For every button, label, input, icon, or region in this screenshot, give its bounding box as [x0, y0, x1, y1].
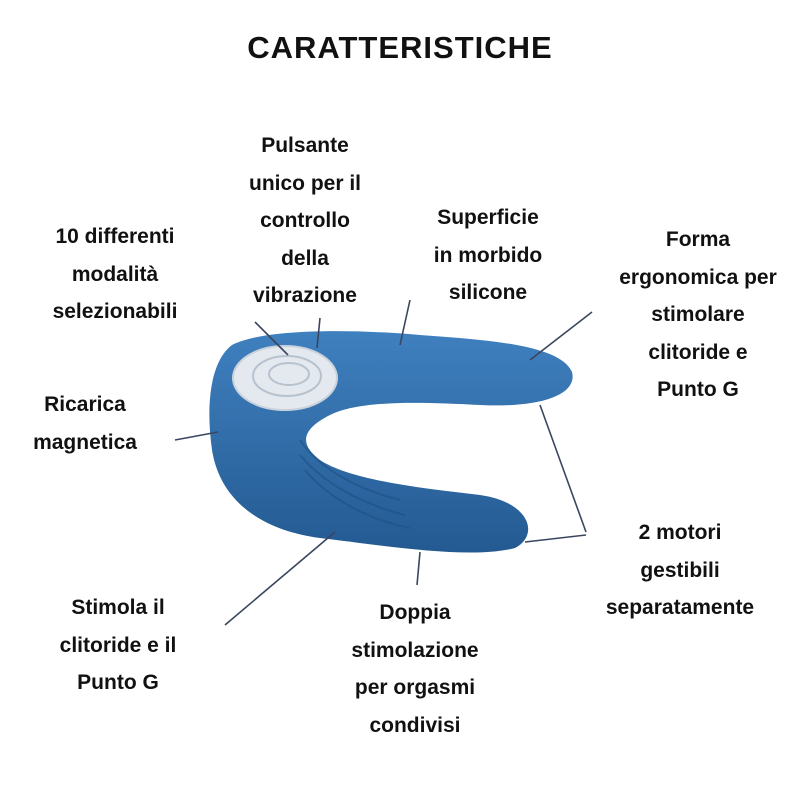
label-line: della	[281, 246, 329, 270]
label-line: controllo	[260, 209, 350, 232]
label-shape: Forma ergonomica per stimolare clitoride…	[619, 221, 777, 409]
label-line: clitoride e	[648, 340, 748, 364]
label-line: gestibili	[640, 558, 720, 582]
label-line: magnetica	[33, 430, 137, 454]
label-line: modalità	[71, 262, 159, 286]
label-line: Punto G	[657, 378, 739, 401]
label-line: Ricarica	[44, 393, 126, 416]
page-title: CARATTERISTICHE	[247, 30, 553, 65]
label-line: stimolazione	[351, 638, 479, 662]
label-line: Doppia	[379, 601, 451, 624]
label-line: in morbido	[433, 243, 543, 267]
label-line: Pulsante	[261, 134, 349, 157]
label-line: vibrazione	[253, 284, 357, 307]
label-line: Punto G	[77, 671, 159, 694]
label-line: silicone	[448, 281, 528, 304]
label-surface: Superficie in morbido silicone	[434, 199, 543, 312]
leader-lines	[174, 299, 593, 626]
label-charging: Ricarica magnetica	[33, 386, 137, 461]
label-stimulates: Stimola il clitoride e il Punto G	[60, 589, 177, 702]
label-line: 2 motori	[638, 521, 722, 544]
label-button: Pulsante unico per il controllo della vi…	[249, 127, 361, 315]
label-line: unico per il	[248, 171, 362, 195]
label-line: per orgasmi	[354, 676, 476, 699]
label-line: Stimola il	[71, 596, 165, 619]
label-line: Forma	[665, 228, 731, 251]
label-line: Superficie	[437, 206, 539, 229]
label-motors: 2 motori gestibili separatamente	[606, 514, 754, 627]
label-line: clitoride e il	[59, 633, 177, 657]
label-line: stimolare	[651, 303, 745, 326]
label-line: condivisi	[369, 713, 461, 737]
label-double: Doppia stimolazione per orgasmi condivis…	[351, 594, 478, 744]
label-line: ergonomica per	[619, 265, 777, 289]
ribs	[299, 439, 411, 529]
label-line: selezionabili	[52, 300, 178, 323]
label-line: separatamente	[605, 596, 755, 619]
label-line: 10 differenti	[55, 225, 175, 248]
label-modes: 10 differenti modalità selezionabili	[53, 218, 178, 331]
